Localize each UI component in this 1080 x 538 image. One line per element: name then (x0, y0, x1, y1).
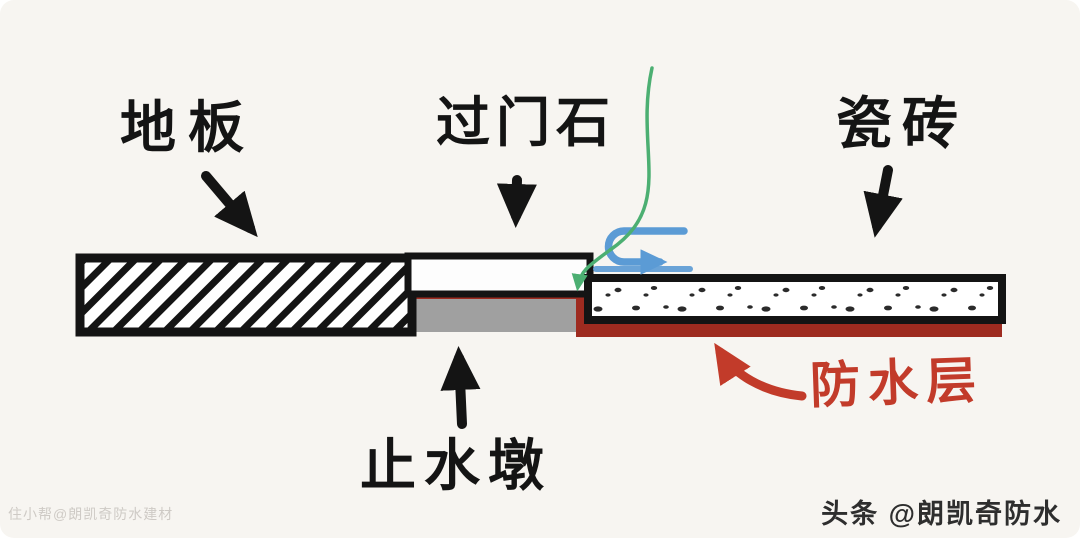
tile-arrow (863, 165, 903, 238)
floorboard-arrow (201, 171, 258, 238)
floorboard-shape (75, 253, 417, 337)
waterproof-layer-label: 防水层 (809, 351, 985, 415)
threshold-arrow (496, 175, 537, 228)
water-bounce-arrow (604, 227, 688, 275)
water-stop-pier-arrow (440, 346, 481, 429)
floorboard-label: 地板 (120, 96, 256, 159)
watermark-bottom-left: 住小帮@朗凯奇防水建材 (8, 506, 174, 522)
leak-path-line (571, 66, 654, 292)
watermark-bottom-right: 头条 @朗凯奇防水 (821, 499, 1062, 529)
threshold-stone-label: 过门石 (436, 93, 616, 153)
tile-shape (584, 274, 1006, 324)
water-stop-pier-shape (410, 299, 576, 332)
water-stop-pier-label: 止水墩 (360, 434, 552, 497)
waterproof-layer-arrow (714, 342, 807, 401)
threshold-stone-shape (404, 252, 594, 298)
waterproof-layer-shape (576, 322, 1002, 337)
tile-label: 瓷砖 (836, 92, 968, 155)
